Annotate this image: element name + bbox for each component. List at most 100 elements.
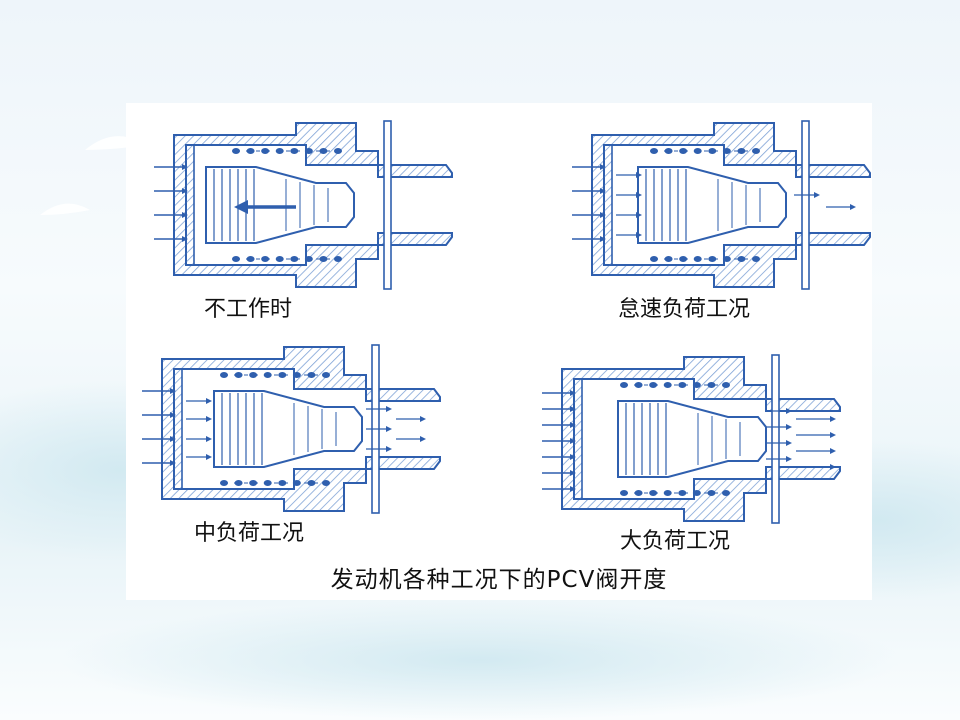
flow-arrowhead: [786, 408, 792, 414]
spring-coil-top: [707, 382, 716, 388]
valve-plunger: [637, 166, 787, 244]
flow-arrowhead: [830, 416, 836, 422]
spring-coil-bottom: [678, 490, 687, 496]
inlet-arrowhead: [570, 454, 576, 460]
flow-arrowhead: [420, 416, 426, 422]
outlet-tube-lower-wall: [795, 232, 871, 246]
spring-coil-top: [246, 148, 255, 154]
spring-coil-top: [679, 148, 688, 154]
inlet-arrowhead: [570, 390, 576, 396]
spring: [654, 150, 756, 260]
spring-coil-top: [708, 148, 717, 154]
flow-arrowhead: [814, 192, 820, 198]
mounting-plate: [383, 120, 392, 290]
flow-arrowhead: [786, 440, 792, 446]
valve-not-working: [154, 120, 453, 290]
spring-coil-top: [234, 372, 243, 378]
spring-coil-bottom: [679, 256, 688, 262]
inlet-seat: [185, 144, 195, 266]
flow-arrowhead: [206, 454, 212, 460]
outlet-tube-upper-wall: [365, 388, 441, 402]
flow-arrowhead: [830, 464, 836, 470]
inlet-arrowhead: [182, 164, 188, 170]
inlet-arrowhead: [570, 406, 576, 412]
inlet-seat: [173, 368, 183, 490]
spring-coil-bottom: [634, 490, 643, 496]
outlet-tube-upper-wall: [765, 398, 841, 412]
spring-coil-top: [290, 148, 299, 154]
flow-arrowhead: [386, 446, 392, 452]
outlet-tube-lower-wall: [365, 456, 441, 470]
flow-arrowhead: [786, 456, 792, 462]
spring-coil-bottom: [664, 256, 673, 262]
spring-coil-top: [261, 148, 270, 154]
spring-coil-top: [649, 382, 658, 388]
flow-arrowhead: [830, 432, 836, 438]
diagram-caption: 发动机各种工况下的PCV阀开度: [330, 567, 668, 593]
inlet-arrowhead: [170, 460, 176, 466]
inlet-arrowhead: [570, 486, 576, 492]
spring-coil-bottom: [249, 480, 258, 486]
spring-coil-top: [737, 148, 746, 154]
flow-arrowhead: [206, 436, 212, 442]
inlet-arrowhead: [570, 470, 576, 476]
flow-arrowhead: [420, 436, 426, 442]
inlet-arrowhead: [170, 412, 176, 418]
inlet-arrowhead: [600, 164, 606, 170]
spring-coil-bottom: [234, 480, 243, 486]
panel-label-idle: 怠速负荷工况: [618, 297, 751, 322]
diagram-card: 不工作时 怠速负荷工况 中负荷工况 大负荷工况 发动机各种工况下的PCV阀开度: [126, 103, 872, 600]
valve-idle: [572, 120, 871, 290]
inlet-arrowhead: [570, 438, 576, 444]
panel-label-heavy-load: 大负荷工况: [620, 529, 731, 554]
spring-coil-top: [678, 382, 687, 388]
inlet-arrowhead: [600, 236, 606, 242]
flow-arrowhead: [206, 398, 212, 404]
spring-coil-bottom: [290, 256, 299, 262]
spring-coil-bottom: [278, 480, 287, 486]
outlet-tube-upper-wall: [795, 164, 871, 178]
outlet-tube-lower-wall: [377, 232, 453, 246]
panel-label-not-working: 不工作时: [204, 297, 293, 322]
inlet-arrowhead: [600, 212, 606, 218]
spring-coil-bottom: [319, 256, 328, 262]
flow-arrowhead: [850, 204, 856, 210]
spring-coil-bottom: [246, 256, 255, 262]
closing-force-arrowhead: [234, 200, 248, 214]
valve-heavy-load: [542, 354, 841, 524]
spring-coil-bottom: [261, 256, 270, 262]
mounting-plate: [801, 120, 810, 290]
flow-arrowhead: [386, 426, 392, 432]
flow-arrowhead: [636, 172, 642, 178]
flow-arrowhead: [636, 212, 642, 218]
spring: [224, 374, 326, 484]
flow-arrowhead: [206, 416, 212, 422]
inlet-arrowhead: [170, 388, 176, 394]
valve-medium-load: [142, 344, 441, 514]
spring-coil-top: [278, 372, 287, 378]
mounting-plate: [771, 354, 780, 524]
spring-coil-top: [249, 372, 258, 378]
inlet-arrowhead: [182, 188, 188, 194]
spring-coil-top: [319, 148, 328, 154]
flow-arrowhead: [786, 424, 792, 430]
spring-coil-top: [307, 372, 316, 378]
inlet-arrowhead: [182, 212, 188, 218]
inlet-seat: [603, 144, 613, 266]
valve-plunger: [205, 166, 355, 244]
flow-arrowhead: [386, 406, 392, 412]
inlet-arrowhead: [570, 422, 576, 428]
spring: [624, 384, 726, 494]
spring-coil-bottom: [307, 480, 316, 486]
spring-coil-bottom: [707, 490, 716, 496]
inlet-arrowhead: [600, 188, 606, 194]
inlet-arrowhead: [182, 236, 188, 242]
inlet-seat: [573, 378, 583, 500]
spring-coil-bottom: [649, 490, 658, 496]
spring-coil-bottom: [708, 256, 717, 262]
outlet-tube-upper-wall: [377, 164, 453, 178]
spring: [236, 150, 338, 260]
spring-coil-bottom: [737, 256, 746, 262]
flow-arrowhead: [636, 232, 642, 238]
valve-plunger: [213, 390, 363, 468]
